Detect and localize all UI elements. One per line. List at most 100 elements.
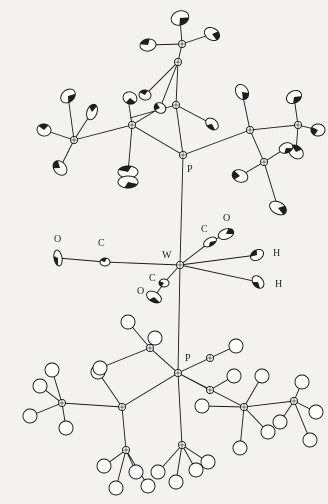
atom-circle (108, 480, 124, 496)
atom-circle (150, 464, 166, 480)
atom-circle (308, 404, 324, 420)
atom-circle (92, 360, 108, 376)
atom-circle (168, 474, 184, 490)
bond-line (73, 124, 133, 141)
carbon-node (178, 441, 186, 449)
carbon-node (290, 397, 298, 405)
atom-circle (140, 478, 156, 494)
ellipsoid-shaded-octant (154, 103, 160, 111)
ellipsoid-shaded-octant (118, 165, 132, 172)
atom-circle (226, 368, 242, 384)
atom-ellipsoid (286, 89, 302, 105)
bond-line (177, 264, 181, 374)
carbon-node (174, 369, 182, 377)
label-c-bottom: C (149, 273, 156, 284)
bond-line (104, 261, 181, 266)
ellipsoid-shaded-octant (139, 89, 148, 95)
carbon-node (176, 261, 184, 269)
atom-ellipsoid (99, 257, 111, 267)
ellipsoid-shaded-octant (278, 205, 287, 215)
ellipsoid-shaded-octant (250, 249, 257, 257)
atom-ellipsoid (139, 38, 157, 52)
atom-ellipsoid (205, 117, 219, 131)
carbon-node (174, 58, 182, 66)
isotropic-atom-circles (22, 314, 324, 496)
ellipsoid-shaded-octant (140, 38, 150, 45)
atom-ellipsoid (60, 88, 76, 104)
label-c-left: C (98, 238, 105, 249)
label-w: W (162, 250, 172, 261)
bond-line (129, 104, 177, 119)
carbon-node (58, 399, 66, 407)
atom-circle (22, 408, 38, 424)
atom-circle (188, 462, 204, 478)
carbon-node (118, 403, 126, 411)
bond-line (57, 257, 106, 263)
carbon-node (294, 121, 302, 129)
carbon-node (146, 344, 154, 352)
ellipsoid-shaded-octant (179, 17, 189, 26)
atom-circle (120, 314, 136, 330)
label-o-left: O (54, 234, 61, 245)
bond-line (249, 129, 265, 163)
bond-line (263, 161, 279, 209)
atom-ellipsoid (158, 278, 170, 288)
thermal-ellipsoid-atoms (36, 10, 326, 304)
label-h-lower: H (275, 279, 282, 290)
atom-ellipsoid (36, 123, 52, 137)
ellipsoid-outline (205, 117, 219, 131)
carbon-node (172, 101, 180, 109)
carbon-node (206, 354, 214, 362)
atom-ellipsoid (138, 89, 152, 101)
bond-line (177, 372, 183, 446)
bond-line (99, 347, 151, 369)
bond-line (179, 264, 259, 283)
atom-circle (44, 362, 60, 378)
bond-line (131, 124, 184, 156)
ellipsoid-shaded-octant (226, 228, 234, 234)
bond-line (159, 61, 179, 109)
atom-ellipsoid (203, 236, 217, 248)
ellipsoid-shaded-octant (212, 31, 220, 41)
ellipsoid-shaded-octant (293, 96, 302, 104)
bond-line (61, 402, 123, 408)
ellipsoid-shaded-octant (53, 160, 60, 169)
atom-circle (147, 330, 163, 346)
bond-line (129, 124, 133, 151)
atom-circle (194, 398, 210, 414)
carbon-node (128, 121, 136, 129)
atom-circle (228, 338, 244, 354)
ellipsoid-shaded-octant (232, 170, 240, 180)
atom-ellipsoid (249, 248, 265, 262)
ellipsoid-shaded-octant (242, 92, 249, 100)
bond-line (249, 124, 299, 131)
ellipsoid-shaded-octant (89, 104, 97, 112)
atom-ellipsoid (122, 91, 138, 105)
carbon-node (178, 40, 186, 48)
atom-ellipsoid (217, 228, 235, 240)
bond-line (179, 254, 258, 266)
atom-circle (232, 440, 248, 456)
label-c-top: C (201, 224, 208, 235)
atom-ellipsoid (269, 200, 287, 216)
atom-ellipsoid (170, 10, 190, 26)
ellipsoid-shaded-octant (100, 257, 107, 262)
atom-ellipsoid (146, 290, 162, 304)
atom-circle (302, 432, 318, 448)
atom-circle (272, 414, 288, 430)
ellipsoid-shaded-octant (38, 123, 49, 130)
atom-circle (128, 464, 144, 480)
ellipsoid-shaded-octant (125, 98, 136, 105)
carbon-node-atoms (58, 40, 302, 454)
atom-ellipsoid (53, 249, 63, 267)
bond-line (243, 400, 295, 408)
ellipsoid-shaded-octant (284, 148, 293, 154)
carbon-node (246, 126, 254, 134)
atom-ellipsoid (204, 26, 220, 42)
ellipsoid-shaded-octant (208, 240, 217, 247)
atom-ellipsoid (153, 102, 167, 114)
bond-line (175, 61, 179, 106)
ellipsoid-shaded-octant (310, 127, 318, 136)
label-o-bottom: O (137, 286, 144, 297)
